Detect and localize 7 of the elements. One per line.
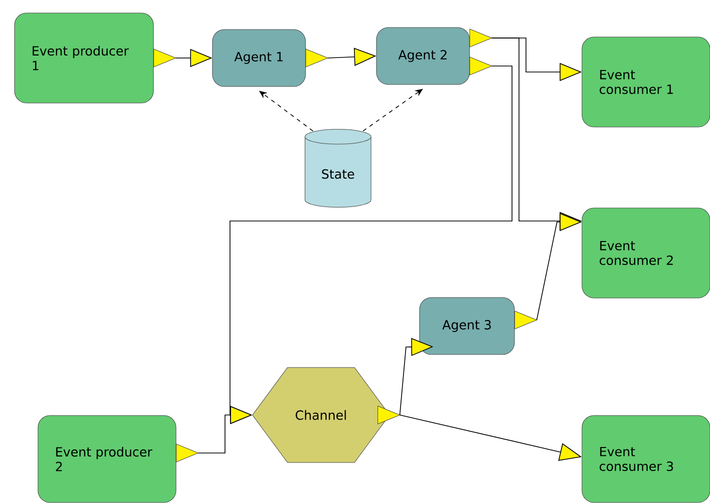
consumer-box: Event consumer 3 (582, 415, 710, 503)
node-label: State (322, 169, 354, 179)
producer-box: Event producer 2 (38, 415, 199, 503)
agent-box: Agent 2 (376, 27, 492, 85)
consumer-box: Event consumer 1 (582, 36, 710, 128)
state-cylinder: State (304, 129, 372, 208)
consumer-box: Event consumer 2 (582, 208, 710, 298)
